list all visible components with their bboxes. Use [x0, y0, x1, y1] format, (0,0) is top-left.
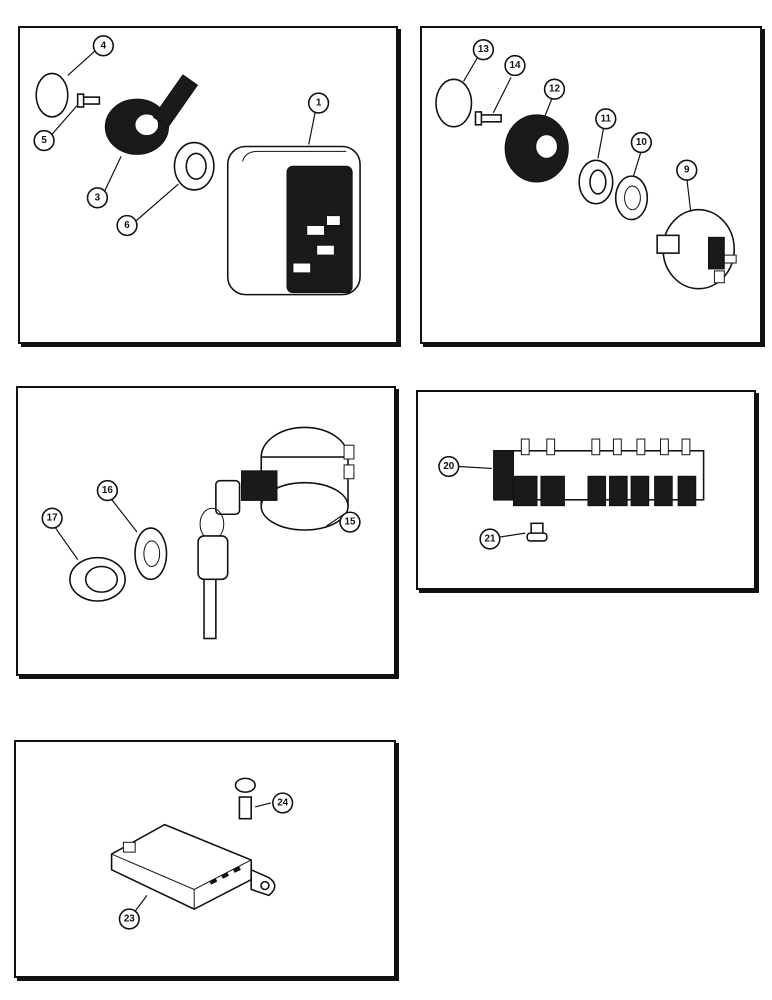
lock-washer-part [614, 175, 649, 221]
callout-1: 1 [307, 92, 330, 114]
screw-part [526, 522, 548, 542]
key-switch-drawing: 17 16 15 [41, 426, 361, 640]
fuse-block-part [493, 438, 705, 507]
switch-body-part [656, 208, 737, 290]
svg-text:9: 9 [684, 165, 690, 176]
lock-washer-part [134, 527, 168, 581]
svg-text:3: 3 [95, 192, 101, 203]
callout-6: 6 [116, 214, 138, 237]
callout-15: 15 [339, 511, 361, 533]
svg-text:24: 24 [277, 797, 288, 808]
svg-text:1: 1 [316, 98, 322, 109]
callout-17: 17 [41, 507, 63, 529]
rotary-switch-drawing: 13 14 12 11 10 9 [435, 39, 737, 290]
callout-9: 9 [676, 159, 698, 181]
screw-part [76, 93, 101, 108]
svg-text:20: 20 [443, 461, 454, 472]
key-part [197, 479, 241, 640]
panel-fuse-block: 20 21 [416, 390, 756, 590]
knob-part [504, 114, 569, 183]
svg-text:21: 21 [485, 534, 496, 545]
svg-text:6: 6 [124, 220, 130, 231]
svg-text:12: 12 [549, 84, 560, 95]
callout-20: 20 [438, 455, 460, 478]
panel-flasher-unit: 24 23 [14, 740, 396, 978]
callout-4: 4 [92, 35, 114, 57]
screw-part [474, 111, 502, 126]
svg-text:23: 23 [124, 913, 135, 924]
callout-13: 13 [472, 39, 495, 61]
panel-switch-assembly: 4 5 3 6 1 [18, 26, 398, 344]
fuse-block-drawing: 20 21 [438, 438, 705, 550]
screw-part [234, 777, 256, 820]
callout-5: 5 [33, 129, 55, 152]
svg-text:11: 11 [601, 113, 612, 124]
callout-16: 16 [96, 479, 119, 502]
gasket-part [435, 78, 473, 128]
svg-text:17: 17 [47, 513, 58, 524]
relay-box-part [226, 145, 361, 296]
callout-21: 21 [479, 528, 501, 550]
knob-part [104, 74, 199, 155]
callout-24: 24 [272, 792, 294, 814]
svg-text:16: 16 [102, 485, 113, 496]
svg-text:10: 10 [636, 137, 647, 148]
panel-rotary-switch: 13 14 12 11 10 9 [420, 26, 762, 344]
callout-12: 12 [543, 78, 566, 100]
flasher-unit-part [110, 823, 276, 911]
callout-14: 14 [504, 54, 526, 77]
callout-23: 23 [118, 908, 140, 930]
nut-part [173, 141, 215, 191]
svg-text:13: 13 [478, 44, 489, 55]
svg-text:15: 15 [345, 517, 356, 528]
callout-3: 3 [86, 187, 109, 209]
callout-11: 11 [595, 108, 617, 130]
svg-text:4: 4 [101, 40, 107, 51]
svg-text:5: 5 [41, 135, 47, 146]
callout-10: 10 [630, 131, 653, 154]
panel-key-switch: 17 16 15 [16, 386, 396, 676]
ignition-switch-part [241, 426, 355, 531]
nut-part [578, 159, 614, 205]
gasket-part [35, 72, 69, 118]
svg-text:14: 14 [509, 60, 520, 71]
switch-assembly-drawing: 4 5 3 6 1 [33, 35, 361, 296]
nut-part [69, 556, 126, 602]
flasher-unit-drawing: 24 23 [110, 777, 294, 930]
